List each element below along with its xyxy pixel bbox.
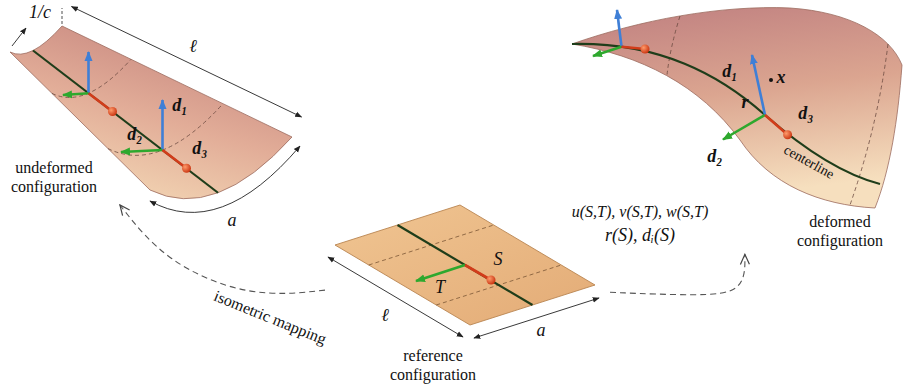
- director-arrow: [87, 52, 90, 93]
- centerline: [398, 225, 533, 305]
- director-arrow: [161, 100, 164, 150]
- director-arrow: [723, 115, 765, 140]
- math-symbol: d₁: [172, 96, 187, 116]
- math-symbol: d₁: [722, 62, 737, 82]
- dimension-line: [72, 7, 302, 118]
- math-symbol: d₃: [798, 104, 813, 124]
- centerline: [33, 51, 218, 193]
- director-arrow: [121, 150, 163, 152]
- coordinate-ball: [487, 276, 496, 285]
- director-ball: [641, 45, 650, 54]
- curved-strip: [10, 26, 292, 199]
- director-arrow: [765, 115, 788, 135]
- math-symbol: T: [435, 278, 445, 298]
- dimension-arc: [150, 146, 300, 212]
- radius-guide: [62, 8, 63, 24]
- dimension-line: [474, 298, 599, 338]
- dimension-line: [328, 257, 463, 337]
- centerline: [572, 44, 880, 184]
- mapping-label: u(S,T), v(S,T), w(S,T): [570, 203, 710, 221]
- director-ball: [108, 107, 117, 116]
- director-ball: [182, 164, 191, 173]
- mapping-arrow: [610, 254, 745, 294]
- math-symbol: d₃: [192, 139, 207, 159]
- material-point: [769, 78, 773, 82]
- configuration-caption: undeformed configuration: [5, 158, 103, 196]
- math-symbol: a: [228, 211, 237, 231]
- coordinate-arrow: [465, 265, 491, 280]
- math-symbol: d₂: [707, 147, 722, 167]
- configuration-caption: reference configuration: [383, 346, 483, 384]
- math-symbol: ℓ: [381, 306, 389, 326]
- director-arrow: [163, 150, 187, 168]
- configuration-region: deformed configuration: [560, 2, 903, 254]
- coordinate-arrow: [416, 265, 465, 281]
- mapping-label: isometric mapping: [209, 286, 330, 349]
- director-ball: [783, 130, 792, 139]
- configuration-region: undeformed configuration: [2, 2, 302, 205]
- math-symbol: a: [537, 321, 546, 341]
- cross-section-line: [52, 59, 131, 97]
- director-arrow: [752, 55, 765, 115]
- director-arrow: [63, 93, 89, 95]
- director-arrow: [593, 47, 622, 56]
- flat-strip: [335, 205, 595, 325]
- radius-line: [12, 28, 26, 46]
- deformed-strip: [572, 8, 902, 208]
- math-symbol: S: [494, 250, 503, 270]
- math-symbol: r: [741, 93, 748, 113]
- math-symbol: r(S), dᵢ(S): [605, 226, 675, 246]
- director-arrow: [617, 10, 622, 47]
- configuration-caption: deformed configuration: [788, 212, 892, 250]
- configuration-region: reference configuration: [325, 195, 610, 388]
- mapping-arrow: [120, 205, 325, 293]
- math-symbol: x: [777, 68, 786, 88]
- director-arrow: [89, 93, 113, 111]
- part-label: centerline: [781, 142, 837, 182]
- math-symbol: 1/c: [29, 3, 51, 23]
- math-symbol: ℓ: [189, 37, 197, 57]
- math-symbol: d₂: [127, 125, 142, 145]
- cross-section-line: [667, 16, 680, 75]
- cross-section-line: [108, 104, 223, 156]
